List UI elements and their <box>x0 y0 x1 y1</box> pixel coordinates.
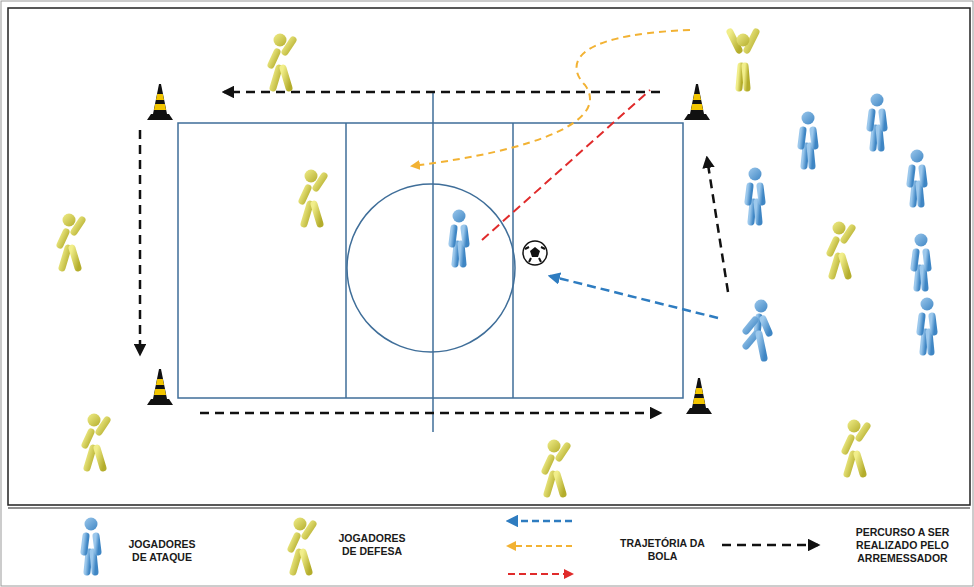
legend-text: PERCURSO A SER REALIZADO PELO ARREMESSAD… <box>845 526 960 565</box>
legend-text: JOGADORES DE DEFESA <box>332 532 412 558</box>
legend-text: TRAJETÓRIA DA BOLA <box>610 537 715 563</box>
legend-text: JOGADORES DE ATAQUE <box>122 538 202 564</box>
